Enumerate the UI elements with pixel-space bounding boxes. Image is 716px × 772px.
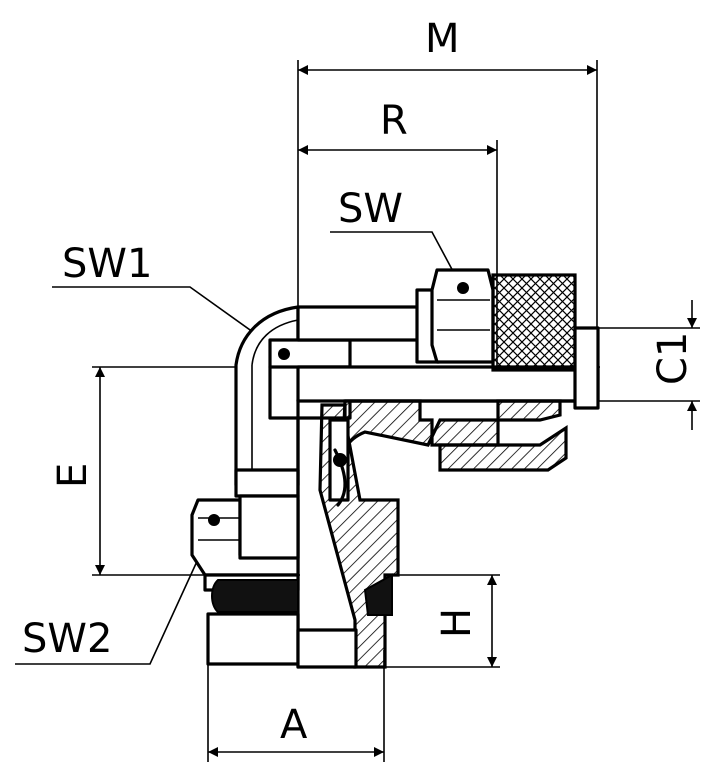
stem-tube (296, 365, 600, 403)
branch-section (339, 399, 599, 472)
label-m: M (425, 16, 460, 62)
knurled-sleeve (491, 273, 577, 372)
label-h: H (434, 608, 480, 638)
vertical-section (296, 398, 400, 669)
label-a: A (280, 702, 308, 748)
o-ring (211, 579, 299, 613)
sw-nut-assembly (415, 268, 600, 410)
sw1-marker (278, 348, 290, 360)
label-c1: C1 (650, 332, 696, 385)
label-sw1: SW1 (62, 241, 152, 287)
sw-hex (430, 268, 495, 364)
label-e: E (50, 463, 96, 488)
label-sw2: SW2 (22, 616, 112, 662)
sw2-marker (208, 514, 220, 526)
label-r: R (380, 98, 408, 144)
leader-sw2 (15, 521, 216, 665)
thread-stub (206, 612, 300, 666)
sw2-hex-assembly (190, 494, 393, 669)
label-sw: SW (338, 186, 403, 232)
sw-marker (457, 282, 469, 294)
dimension-labels: M R SW SW1 SW2 A C1 E H (22, 16, 696, 748)
